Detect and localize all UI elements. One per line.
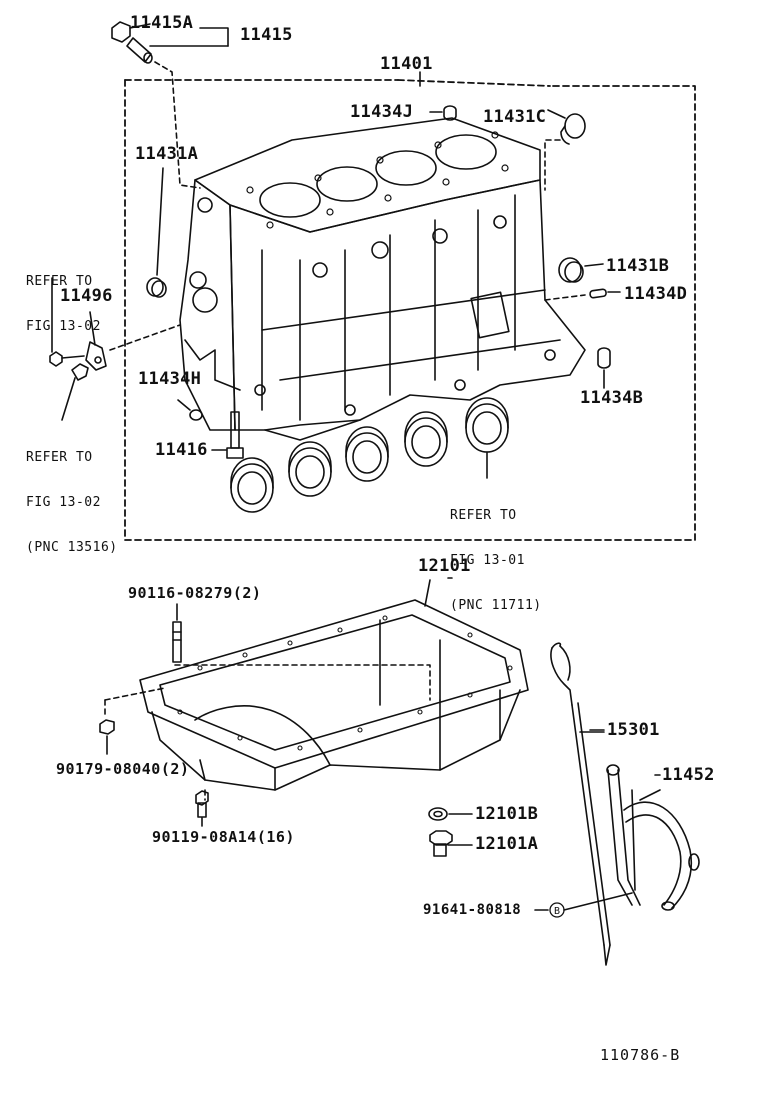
drain-plug-11415 <box>111 21 229 189</box>
dipstick-15301 <box>550 642 611 966</box>
nut-90179 <box>99 719 115 755</box>
label-90119-08A14: 90119-08A14(16) <box>152 828 295 846</box>
label-11434D: 11434D <box>624 284 688 304</box>
label-12101A: 12101A <box>475 834 539 854</box>
reference-note-3-line-1: REFER TO <box>450 508 517 523</box>
bearing-5 <box>465 397 509 453</box>
bracket-11496 <box>49 277 181 421</box>
circled-mark-letter: B <box>554 906 560 917</box>
reference-note-3-line-2: FIG 13-01 <box>450 553 525 568</box>
bore-2 <box>316 166 378 202</box>
plug-11431A <box>146 167 167 298</box>
label-15301: 15301 <box>607 720 660 740</box>
pin-11434B <box>597 347 611 389</box>
bearing-4 <box>404 411 448 467</box>
reference-note-1-line-2: FIG 13-02 <box>26 319 101 334</box>
label-11434B: 11434B <box>580 388 644 408</box>
label-11434J: 11434J <box>350 102 414 122</box>
label-11415A: 11415A <box>130 13 194 33</box>
bore-4 <box>435 134 497 170</box>
plug-11431B <box>558 257 604 283</box>
pin-11434D <box>544 288 621 301</box>
block-group-boundary <box>124 79 696 541</box>
plug-11431C <box>544 109 586 191</box>
label-91641-80818: 91641-80818 <box>423 902 522 918</box>
label-11431B: 11431B <box>606 256 670 276</box>
bearing-1 <box>230 457 274 513</box>
bore-3 <box>375 150 437 186</box>
label-90116-08279: 90116-08279(2) <box>128 584 262 602</box>
bearing-3 <box>345 426 389 482</box>
gasket-12101B <box>428 807 473 821</box>
stud-90116 <box>172 603 182 663</box>
leader-91641 <box>534 892 633 918</box>
label-11496: 11496 <box>60 286 113 306</box>
label-11431C: 11431C <box>483 107 547 127</box>
label-11416: 11416 <box>155 440 208 460</box>
pin-11434J <box>443 105 457 121</box>
cylinder-block-11401 <box>179 117 586 441</box>
bolt-90119 <box>195 790 209 827</box>
bore-1 <box>259 182 321 218</box>
main-bearings <box>230 397 509 513</box>
reference-note-3: REFER TO FIG 13-01 (PNC 11711) <box>450 478 542 628</box>
drain-plug-12101A <box>429 830 473 857</box>
reference-note-2: REFER TO FIG 13-02 (PNC 13516) <box>26 420 118 570</box>
reference-note-3-line-3: (PNC 11711) <box>450 598 542 613</box>
guide-11452 <box>606 764 700 911</box>
bolt-11416 <box>211 411 244 459</box>
label-11452: 11452 <box>662 765 715 785</box>
label-90179-08040: 90179-08040(2) <box>56 760 190 778</box>
reference-note-2-line-1: REFER TO <box>26 450 93 465</box>
label-11415: 11415 <box>240 25 293 45</box>
figure-code: 110786-B <box>600 1046 681 1064</box>
label-12101: 12101 <box>418 556 471 576</box>
reference-note-2-line-3: (PNC 13516) <box>26 540 118 555</box>
reference-note-1: REFER TO FIG 13-02 <box>26 244 101 349</box>
reference-note-1-line-1: REFER TO <box>26 274 93 289</box>
label-11401: 11401 <box>380 54 433 74</box>
label-12101B: 12101B <box>475 804 539 824</box>
pin-11434H <box>177 399 203 421</box>
oil-pan-12101 <box>104 579 529 801</box>
label-11434H: 11434H <box>138 369 202 389</box>
reference-note-2-line-2: FIG 13-02 <box>26 495 101 510</box>
bearing-2 <box>288 441 332 497</box>
label-11431A: 11431A <box>135 144 199 164</box>
